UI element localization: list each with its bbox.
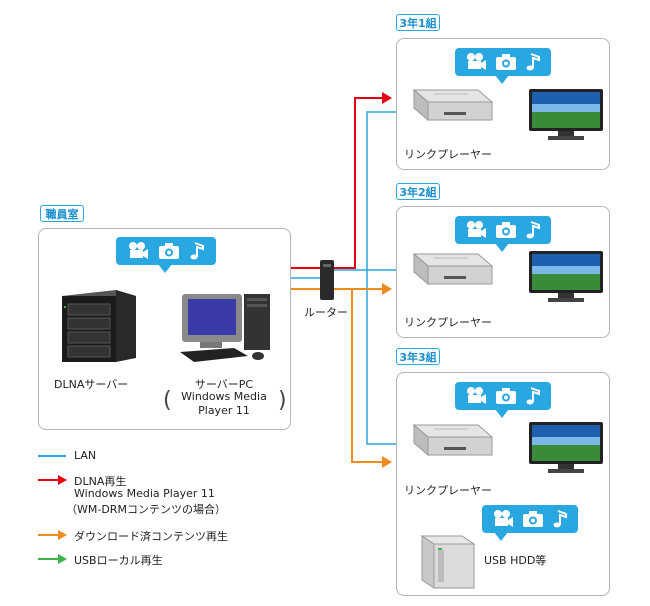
room-3-device-label: リンクプレーヤー <box>404 484 492 497</box>
legend-dlna-sub2: （WM-DRMコンテンツの場合） <box>66 503 226 516</box>
router-label: ルーター <box>304 306 348 319</box>
music-note-icon <box>525 220 541 240</box>
legend-dlna-label: DLNA再生 <box>74 475 127 488</box>
photo-camera-icon <box>495 387 517 405</box>
room-1-title: 3年1組 <box>396 14 440 31</box>
legend-dlna-swatch <box>38 475 67 485</box>
music-note-icon <box>525 386 541 406</box>
dlna-server-label: DLNAサーバー <box>54 378 129 391</box>
legend-dlna-sub1: Windows Media Player 11 <box>74 487 215 500</box>
usb-hdd-label: USB HDD等 <box>484 554 547 567</box>
usb-media-bubble <box>482 505 578 541</box>
photo-camera-icon <box>495 53 517 71</box>
server-pc-open-paren: ( <box>163 388 172 413</box>
room-1-device-label: リンクプレーヤー <box>404 148 492 161</box>
music-note-icon <box>552 509 568 529</box>
legend-lan-label: LAN <box>74 449 97 462</box>
video-camera-icon <box>492 509 514 529</box>
server-pc-device <box>180 294 270 362</box>
staff-room-title: 職員室 <box>40 205 84 222</box>
video-camera-icon <box>465 220 487 240</box>
photo-camera-icon <box>158 242 180 260</box>
room-3-title: 3年3組 <box>396 348 440 365</box>
photo-camera-icon <box>495 221 517 239</box>
server-pc-label: サーバーPC <box>194 378 254 391</box>
legend-usb-label: USBローカル再生 <box>74 554 163 567</box>
room-2-media-bubble <box>455 216 551 252</box>
staff-media-bubble <box>116 237 216 273</box>
video-camera-icon <box>127 241 149 261</box>
music-note-icon <box>525 52 541 72</box>
room-1-media-bubble <box>455 48 551 84</box>
room-2-tv <box>529 251 603 302</box>
room-3-tv <box>529 422 603 473</box>
usb-hdd-device <box>420 535 476 589</box>
room-3-media-bubble <box>455 382 551 418</box>
router-device <box>320 260 334 300</box>
legend-download-swatch <box>38 530 67 540</box>
room-2-device-label: リンクプレーヤー <box>404 316 492 329</box>
dlna-server-device <box>62 290 136 362</box>
room-3-link-player <box>412 423 494 457</box>
music-note-icon <box>189 241 205 261</box>
server-pc-close-paren: ) <box>278 388 287 413</box>
room-1-tv <box>529 89 603 140</box>
photo-camera-icon <box>522 510 544 528</box>
video-camera-icon <box>465 386 487 406</box>
legend-usb-swatch <box>38 554 67 564</box>
room-1-link-player <box>412 88 494 122</box>
video-camera-icon <box>465 52 487 72</box>
legend-lan-swatch <box>38 455 66 457</box>
server-pc-sub2: Player 11 <box>198 404 250 417</box>
room-2-title: 3年2組 <box>396 183 440 200</box>
legend-download-label: ダウンロード済コンテンツ再生 <box>74 530 228 543</box>
room-2-link-player <box>412 252 494 286</box>
server-pc-sub1: Windows Media <box>181 390 267 403</box>
